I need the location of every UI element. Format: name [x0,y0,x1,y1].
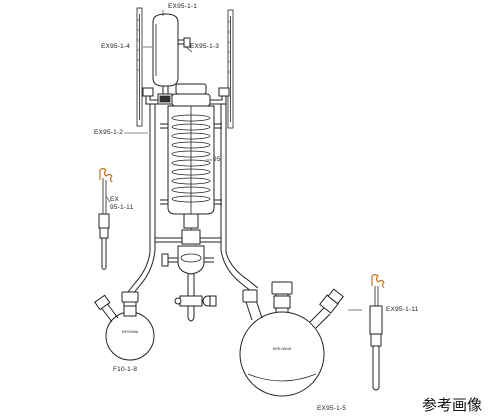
left-thermometer [136,7,143,127]
svg-text:KIRIYAMA: KIRIYAMA [122,330,139,334]
right-vapor-tube [220,104,259,293]
label-95-1-11-left: 95-1-11 [110,204,134,211]
left-vapor-tube [127,104,156,295]
reference-image-note: 参考画像 [422,396,483,414]
right-thermometer [227,9,234,129]
top-reservoir [152,13,191,98]
label-ex95-1-3: EX95-1-3 [190,43,220,50]
phase-separator [155,229,221,296]
label-f10-1-8: F10-1-8 [113,366,138,373]
left-adapter [98,167,113,270]
large-flask: KIRIYAMA [239,281,344,397]
leader-lines [105,10,362,311]
label-ex95-1-4: EX95-1-4 [101,43,131,50]
label-ex-left: EX [110,196,120,203]
label-ex95-1-11-right: EX95-1-11 [386,306,419,313]
label-ex95-1-2: EX95-1-2 [94,129,124,136]
label-ex95-1-1: EX95-1-1 [168,3,198,10]
small-flask: KIRIYAMA [94,291,155,361]
coil-condenser [160,83,222,232]
label-95: 95 [213,156,221,163]
drain-stopcock [174,295,217,322]
label-ex95-1-5: EX95-1-5 [317,405,347,412]
right-adapter [369,273,385,391]
svg-text:KIRIYAMA: KIRIYAMA [273,346,292,351]
